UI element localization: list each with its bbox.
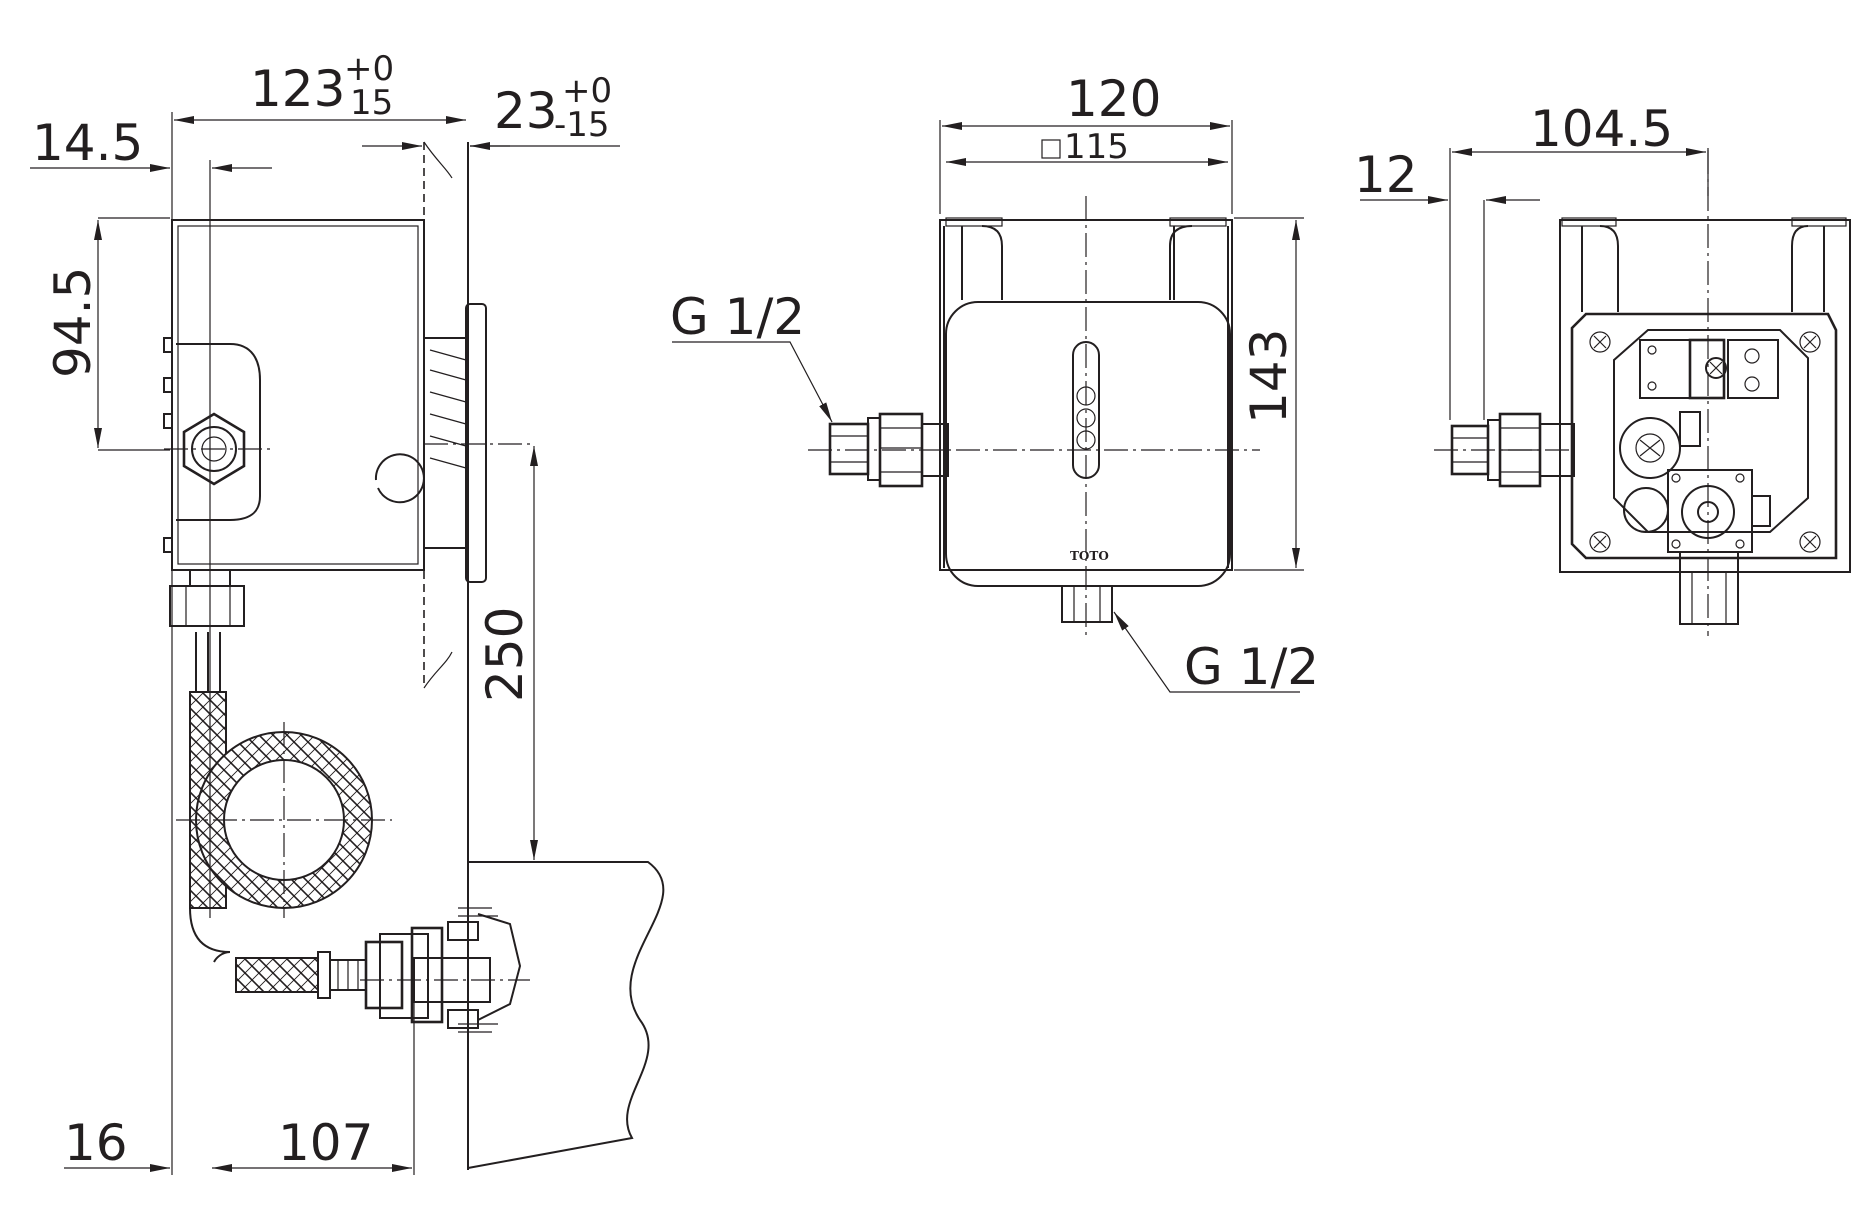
outlet-nut-top (169, 585, 245, 627)
dim-12: 12 (1354, 146, 1418, 204)
bottom-outlet (1061, 585, 1113, 623)
wall-plate (465, 303, 487, 583)
dim-123-tol-upper: +0 (344, 49, 394, 89)
sensor-window-side (374, 453, 425, 504)
dim-143: 143 (1240, 329, 1298, 424)
internal-view: 104.5 12 (1354, 100, 1851, 636)
side-view: 123 +0 15 23 +0 -15 14.5 94.5 250 16 107 (30, 49, 665, 1175)
outlet-connector (360, 907, 530, 1033)
back-plate (1570, 312, 1838, 560)
thread-callout-bottom: G 1/2 (1184, 638, 1319, 696)
wall-section (423, 141, 665, 1170)
dim-23: 23 (494, 82, 558, 140)
cover-plate (945, 301, 1231, 587)
control-unit (1667, 469, 1771, 553)
dim-115: 115 (1064, 127, 1129, 167)
dim-123: 123 (250, 60, 345, 118)
bottom-outlet-right (1679, 571, 1739, 625)
brand-logo: TOTO (1070, 549, 1109, 563)
dim-23-tol-lower: -15 (554, 105, 610, 145)
inlet-housing (176, 343, 261, 521)
dim-14-5: 14.5 (32, 114, 143, 172)
dim-94-5: 94.5 (44, 267, 102, 378)
dim-123-tol-lower: 15 (350, 83, 393, 123)
thread-callout-left: G 1/2 (670, 288, 805, 346)
dim-23-tol-upper: +0 (562, 71, 612, 111)
dim-120: 120 (1066, 70, 1161, 128)
dim-16: 16 (64, 1114, 128, 1172)
terminal-block (1639, 338, 1779, 400)
square-symbol (1041, 139, 1061, 159)
hose-coil (176, 722, 392, 918)
dim-104-5: 104.5 (1530, 100, 1673, 158)
solenoid-valve (1619, 411, 1701, 533)
dim-250: 250 (476, 607, 534, 702)
front-view: TOTO 120 115 143 G 1/2 (670, 70, 1319, 696)
frame-right (1559, 219, 1851, 573)
dim-107: 107 (278, 1114, 373, 1172)
